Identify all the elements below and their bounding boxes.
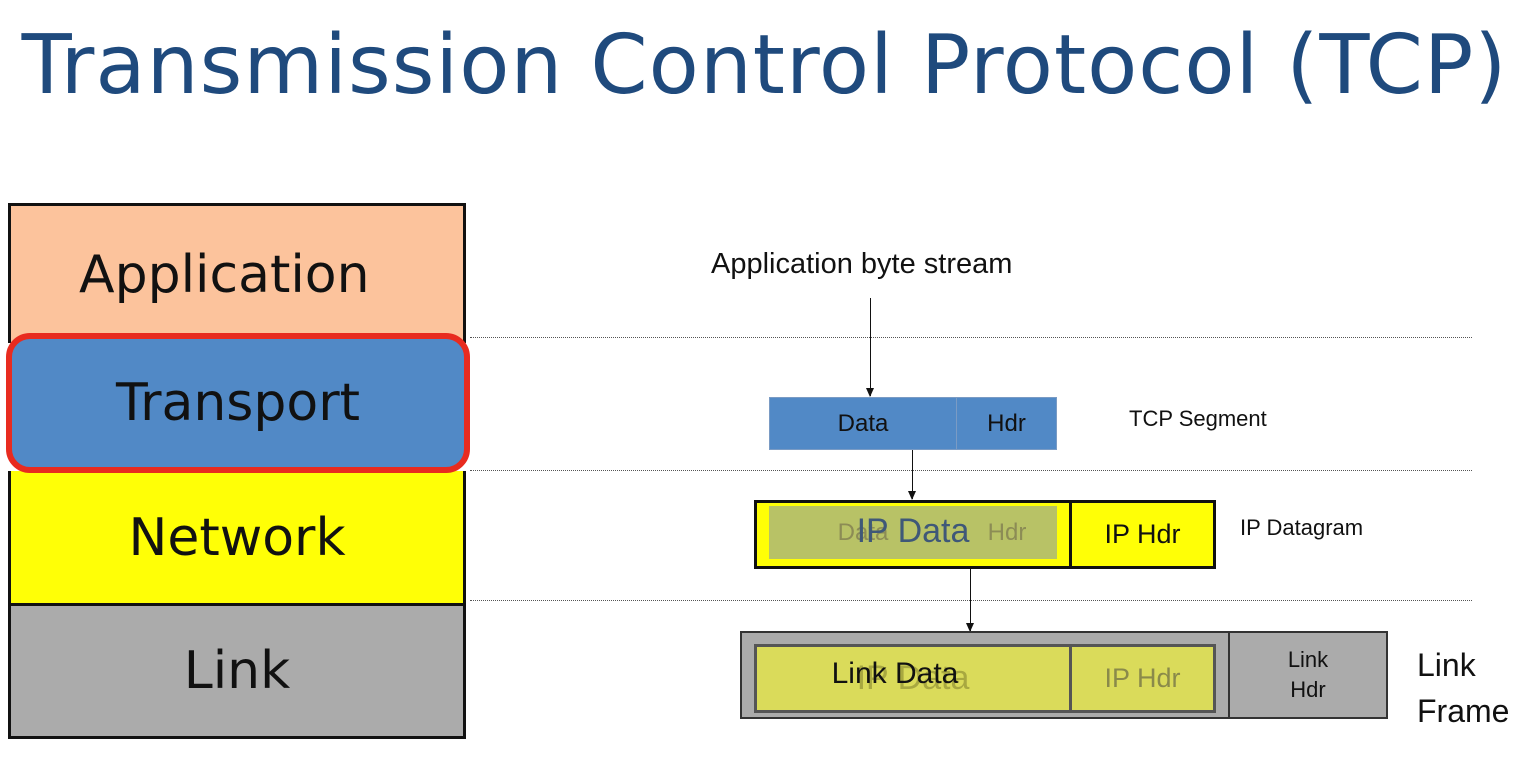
layer-transport-label: Transport	[115, 373, 360, 433]
layer-application-label: Application	[79, 244, 370, 305]
protocol-stack: Application Network Link Transport	[6, 203, 470, 739]
tcp-segment-data-label: Data	[837, 409, 889, 437]
ghost-ip-hdr-label: IP Hdr	[1104, 663, 1181, 693]
layer-link: Link	[8, 603, 466, 739]
tcp-segment-hdr-label: Hdr	[987, 409, 1026, 437]
ghost-ip-hdr: IP Hdr	[1069, 644, 1216, 713]
tcp-segment-data: Data	[769, 397, 957, 450]
ip-hdr-label: IP Hdr	[1104, 519, 1181, 549]
layer-network-label: Network	[128, 507, 346, 568]
link-frame-caption-line2: Frame	[1417, 693, 1510, 729]
link-hdr-label-line1: Link	[1287, 647, 1329, 672]
layer-network: Network	[8, 471, 466, 607]
divider-line	[470, 470, 1472, 471]
arrow-down	[966, 569, 974, 632]
link-frame-hdr: Link Hdr	[1228, 631, 1388, 719]
arrow-down	[908, 450, 916, 500]
link-frame-caption: Link Frame	[1417, 642, 1509, 734]
ghost-ip-data-label: IP Data	[856, 659, 970, 697]
ghost-ip-data	[754, 644, 1072, 713]
divider-line	[470, 600, 1472, 601]
ip-datagram-hdr: IP Hdr	[1069, 500, 1216, 569]
tcp-segment-caption: TCP Segment	[1129, 406, 1267, 431]
link-frame-caption-line1: Link	[1417, 647, 1476, 683]
layer-transport-highlighted: Transport	[6, 333, 470, 473]
ghost-tcp-data-label: Data	[837, 518, 889, 546]
tcp-segment-hdr: Hdr	[956, 397, 1057, 450]
stream-label: Application byte stream	[711, 248, 1013, 280]
ghost-tcp-hdr: Hdr	[957, 506, 1057, 559]
ghost-tcp-hdr-label: Hdr	[987, 518, 1027, 546]
ip-datagram-caption: IP Datagram	[1240, 515, 1364, 540]
divider-line	[470, 337, 1472, 338]
link-data-label: Link Data	[831, 657, 959, 690]
page-title: Transmission Control Protocol (TCP)	[21, 18, 1508, 113]
ghost-tcp-data: Data	[769, 506, 957, 559]
link-hdr-label-line2: Hdr	[1290, 677, 1326, 702]
ip-data-label: IP Data	[856, 512, 970, 550]
layer-link-label: Link	[183, 641, 291, 701]
arrow-down	[866, 298, 874, 397]
layer-application: Application	[8, 203, 466, 343]
